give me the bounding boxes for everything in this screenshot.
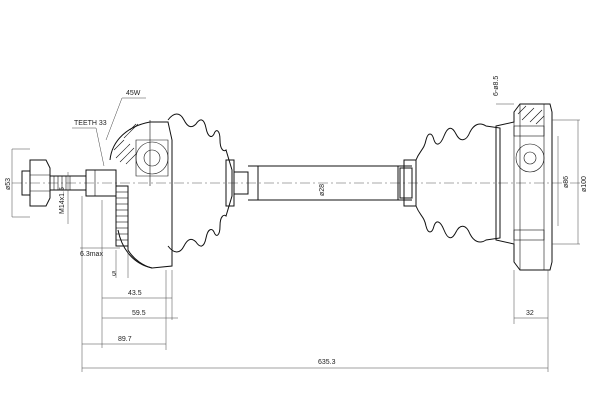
dim-5-label: 5	[112, 271, 116, 278]
dim-32-label: 32	[526, 310, 534, 317]
shaft-diameter-label: ø28	[319, 184, 326, 196]
dim-59-5-label: 59.5	[132, 310, 146, 317]
outer-boot	[167, 113, 249, 253]
offset-label: 6.3max	[80, 251, 103, 258]
thread-label: M14x1.5	[59, 187, 66, 214]
angle-label: 45W	[126, 90, 141, 97]
flange-inner-diameter-label: ø86	[563, 176, 570, 188]
flange-outer-diameter-label: ø100	[581, 176, 588, 192]
dim-43-5-label: 43.5	[128, 290, 142, 297]
hub-diameter-label: ø53	[5, 178, 12, 190]
outer-cv-joint	[85, 120, 173, 269]
inner-boot	[399, 123, 501, 243]
dim-89-7-label: 89.7	[118, 336, 132, 343]
dim-635-3-label: 635.3	[318, 359, 336, 366]
inner-joint-flange	[495, 103, 553, 271]
bolt-holes-label: 6-ø8.5	[493, 76, 500, 96]
dimensions	[11, 97, 580, 372]
drive-shaft	[248, 165, 412, 201]
teeth-label: TEETH 33	[74, 120, 107, 127]
